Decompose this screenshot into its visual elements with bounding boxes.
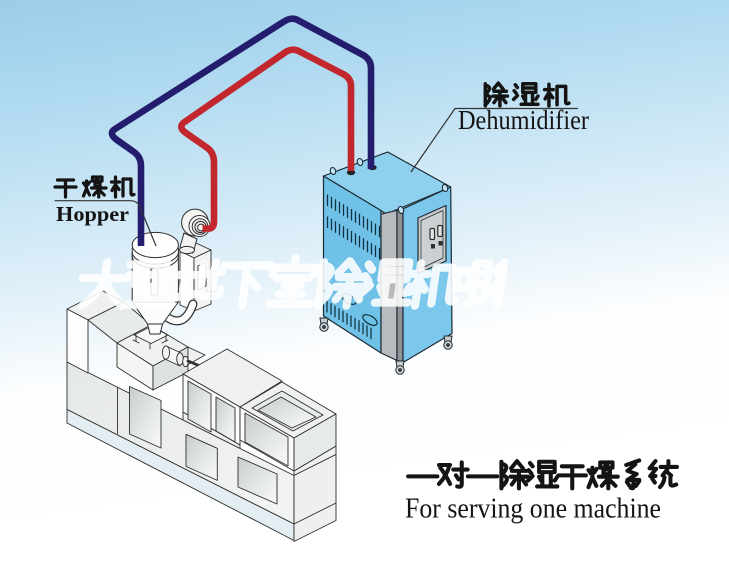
svg-text:For serving one machine: For serving one machine <box>405 493 661 525</box>
svg-text:Hopper: Hopper <box>56 202 129 226</box>
svg-text:Dehumidifier: Dehumidifier <box>458 105 589 135</box>
